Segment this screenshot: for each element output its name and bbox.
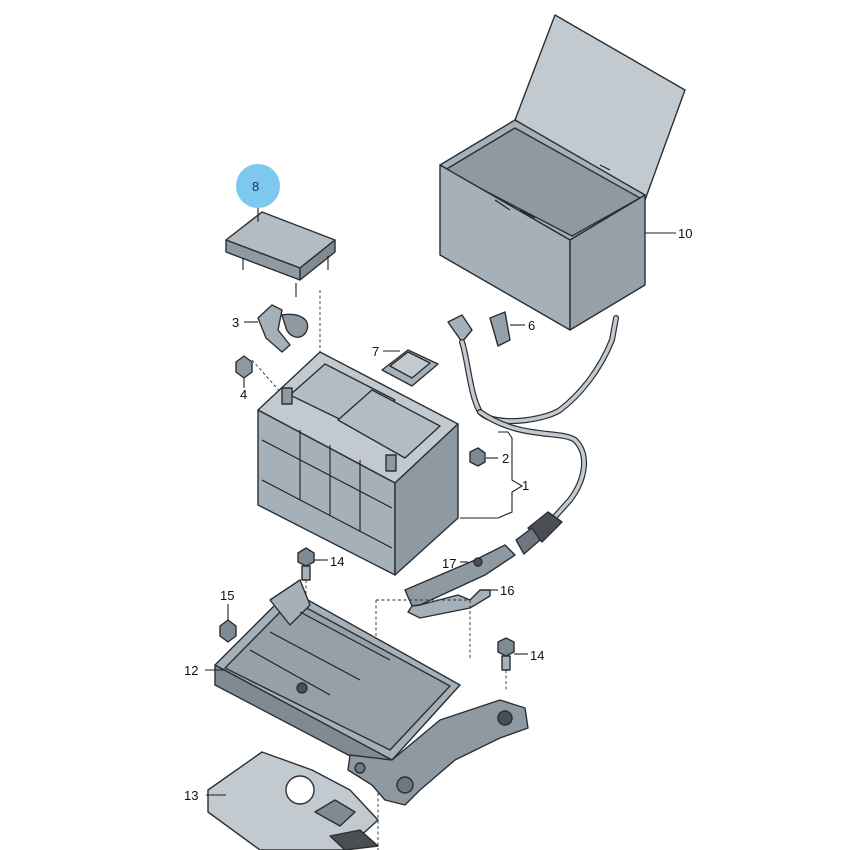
bolt-lower <box>497 637 515 671</box>
battery-pad <box>381 349 439 387</box>
hold-down-bracket <box>404 544 516 619</box>
callout-8: 8 <box>252 179 259 194</box>
battery-tray <box>214 579 529 806</box>
callout-4: 4 <box>240 387 247 402</box>
callout-17: 17 <box>442 556 456 571</box>
callout-14-upper: 14 <box>330 554 344 569</box>
callout-10: 10 <box>678 226 692 241</box>
nut <box>235 355 253 379</box>
callout-15: 15 <box>220 588 234 603</box>
battery <box>257 351 459 576</box>
callout-14-lower: 14 <box>530 648 544 663</box>
insulation-mat <box>207 751 379 850</box>
nut-lower <box>219 619 237 643</box>
callout-1: 1 <box>522 478 529 493</box>
callout-16: 16 <box>500 583 514 598</box>
battery-insulation-box <box>439 14 686 331</box>
callout-13: 13 <box>184 788 198 803</box>
callout-6: 6 <box>528 318 535 333</box>
terminal-cap <box>489 311 511 347</box>
highlight-circle-8[interactable] <box>236 164 280 208</box>
terminal-clamp <box>257 304 309 353</box>
callout-7: 7 <box>372 344 379 359</box>
callout-3: 3 <box>232 315 239 330</box>
bolt-upper <box>297 547 315 581</box>
callout-2: 2 <box>502 451 509 466</box>
terminal-cover <box>225 211 336 297</box>
battery-cable <box>447 314 619 555</box>
bolt <box>469 447 486 467</box>
callout-12: 12 <box>184 663 198 678</box>
